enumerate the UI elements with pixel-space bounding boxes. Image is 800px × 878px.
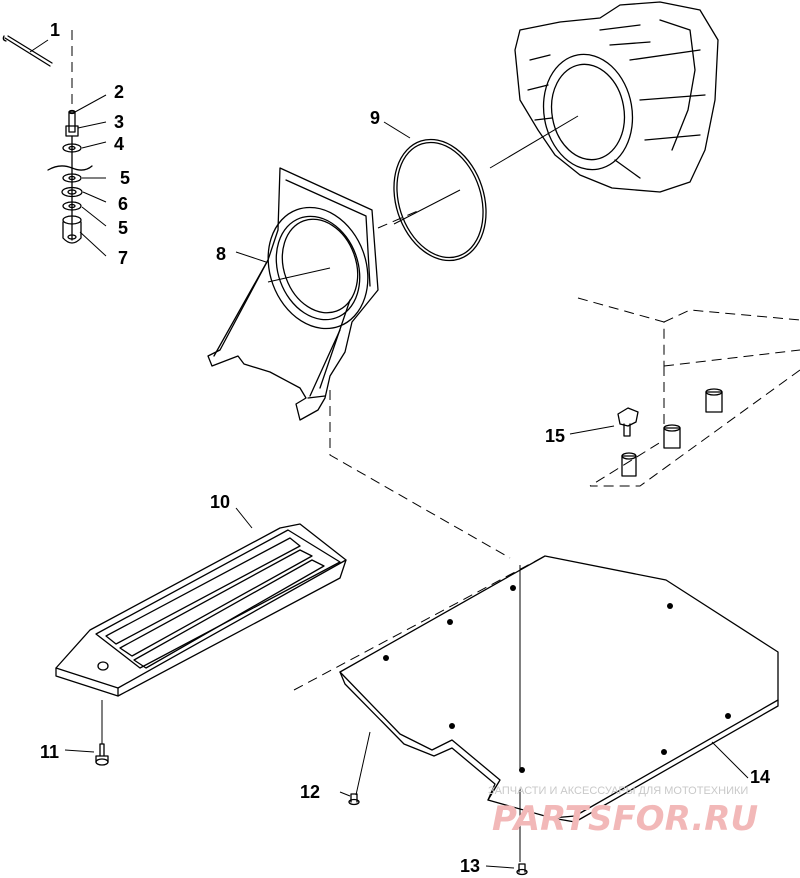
callout-7: 7 bbox=[118, 248, 128, 268]
drive-housing bbox=[514, 1, 719, 193]
part-15-grommet bbox=[617, 388, 723, 477]
part-14-plate bbox=[339, 555, 779, 823]
callout-8: 8 bbox=[216, 244, 226, 264]
watermark: ЗАПЧАСТИ И АКСЕССУАРЫ ДЛЯ МОТОТЕХНИКИ PA… bbox=[488, 785, 758, 839]
screw-11 bbox=[95, 743, 109, 766]
callout-13: 13 bbox=[460, 856, 480, 876]
callout-14: 14 bbox=[750, 767, 770, 787]
leader-lines bbox=[29, 39, 749, 869]
callout-15: 15 bbox=[545, 426, 565, 446]
callout-2: 2 bbox=[114, 82, 124, 102]
callout-11: 11 bbox=[40, 742, 59, 762]
screw-13 bbox=[516, 863, 528, 876]
callout-9: 9 bbox=[370, 108, 380, 128]
callout-6: 6 bbox=[118, 194, 128, 214]
screw-12 bbox=[348, 793, 360, 806]
part-8-bracket bbox=[207, 167, 379, 421]
part-1-pin bbox=[2, 35, 53, 67]
callout-12: 12 bbox=[300, 782, 320, 802]
callout-3: 3 bbox=[114, 112, 124, 132]
part-9-o-ring bbox=[393, 138, 487, 262]
callout-4: 4 bbox=[114, 134, 124, 154]
callout-1: 1 bbox=[50, 20, 60, 40]
watermark-tagline: ЗАПЧАСТИ И АКСЕССУАРЫ ДЛЯ МОТОТЕХНИКИ bbox=[488, 785, 748, 797]
dashed-reference-lines bbox=[71, 30, 800, 691]
callout-labels: 1 2 3 4 5 6 5 7 8 9 10 11 12 13 14 15 bbox=[40, 20, 770, 876]
part-2-7-fastener-stack bbox=[47, 109, 93, 244]
callout-5a: 5 bbox=[120, 168, 130, 188]
watermark-logo: PARTSFOR.RU bbox=[492, 799, 758, 839]
plate-holes bbox=[383, 585, 731, 773]
callout-5b: 5 bbox=[118, 218, 128, 238]
callout-10: 10 bbox=[210, 492, 230, 512]
part-10-footrest bbox=[55, 523, 347, 697]
